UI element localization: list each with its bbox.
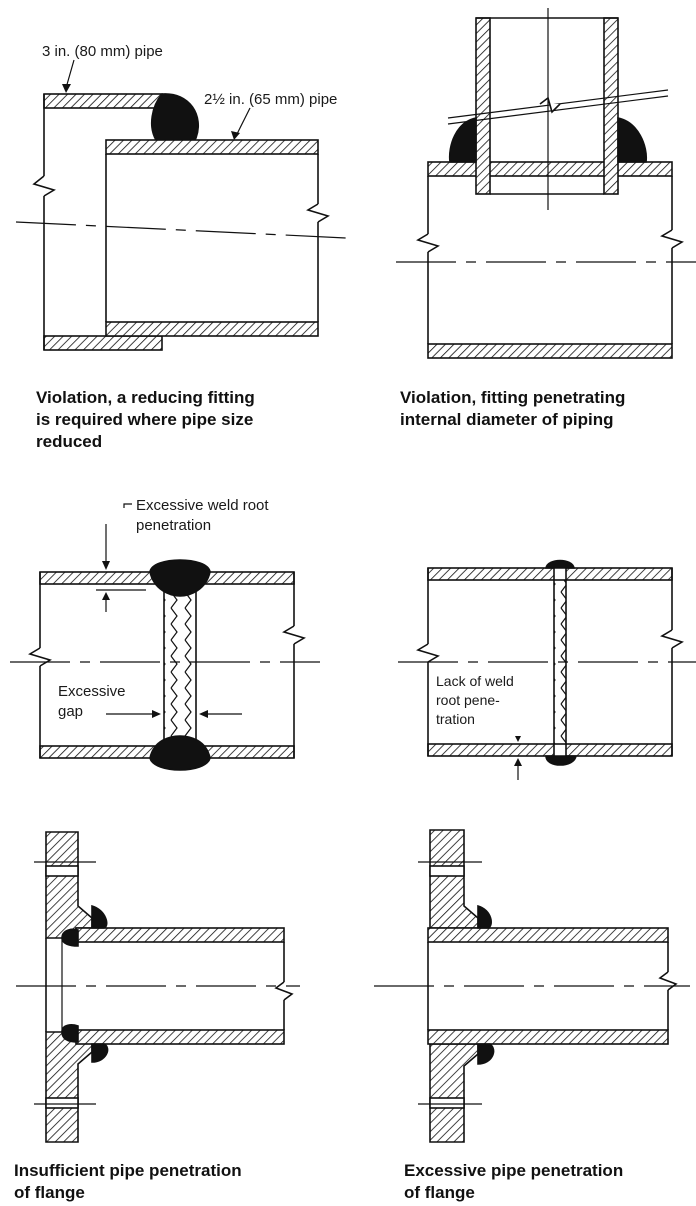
label-excessive-gap-2: gap [58, 703, 83, 720]
panel-insufficient-flange-penetration [16, 831, 300, 1143]
panel-excessive-root-penetration [10, 503, 320, 771]
caption-insufficient-2: of flange [14, 1183, 85, 1202]
flange-bottom-6 [429, 1043, 479, 1143]
label-3in-pipe: 3 in. (80 mm) pipe [42, 43, 163, 60]
weld-top-small [545, 559, 575, 569]
weld-fillet-top [91, 904, 108, 929]
main-pipe-wall-bottom [427, 343, 673, 359]
label-lack-root-3: tration [436, 711, 475, 727]
small-pipe-wall-top [105, 139, 319, 155]
flange-bottom [45, 1031, 93, 1143]
weld-bottom [149, 735, 211, 771]
backing-ring [163, 583, 197, 747]
weld-bead [150, 93, 199, 148]
weld-fillet-bottom [91, 1043, 109, 1063]
large-pipe-wall-top [43, 93, 163, 109]
label-excessive-gap-1: Excessive [58, 683, 126, 700]
label-2half-in-pipe: 2½ in. (65 mm) pipe [204, 91, 337, 108]
branch-wall-right [603, 17, 619, 195]
flange-top [45, 831, 93, 939]
weld-root-top [61, 928, 79, 947]
flange-top-6 [429, 829, 479, 929]
weld-bottom-small [545, 755, 577, 766]
panel-penetrating-fitting [396, 8, 696, 359]
main-pipe-wall-top [427, 161, 673, 177]
centerline [15, 221, 347, 239]
caption-penetrating-2: internal diameter of piping [400, 410, 613, 429]
caption-reducing-3: reduced [36, 432, 102, 451]
large-pipe-wall-bottom [43, 335, 163, 351]
label-excessive-root-2: penetration [136, 517, 211, 534]
caption-reducing-1: Violation, a reducing fitting [36, 388, 255, 407]
caption-excessive-flange-2: of flange [404, 1183, 475, 1202]
small-pipe-wall-bottom [105, 321, 319, 337]
weld-top [149, 559, 211, 597]
weld-left [448, 117, 477, 163]
weld-root-bottom [61, 1024, 79, 1043]
label-lack-root-1: Lack of weld [436, 673, 514, 689]
panel-reducing-fitting [15, 59, 347, 351]
label-lack-bg [434, 670, 548, 736]
label-lack-root-2: root pene- [436, 692, 500, 708]
caption-insufficient-1: Insufficient pipe penetration [14, 1161, 242, 1180]
caption-penetrating-1: Violation, fitting penetrating [400, 388, 625, 407]
label-excessive-root-1: Excessive weld root [136, 497, 269, 514]
caption-excessive-flange-1: Excessive pipe penetration [404, 1161, 623, 1180]
weld-right [617, 117, 647, 163]
caption-reducing-2: is required where pipe size [36, 410, 253, 429]
branch-wall-left [475, 17, 491, 195]
panel-excessive-flange-penetration [374, 829, 690, 1143]
